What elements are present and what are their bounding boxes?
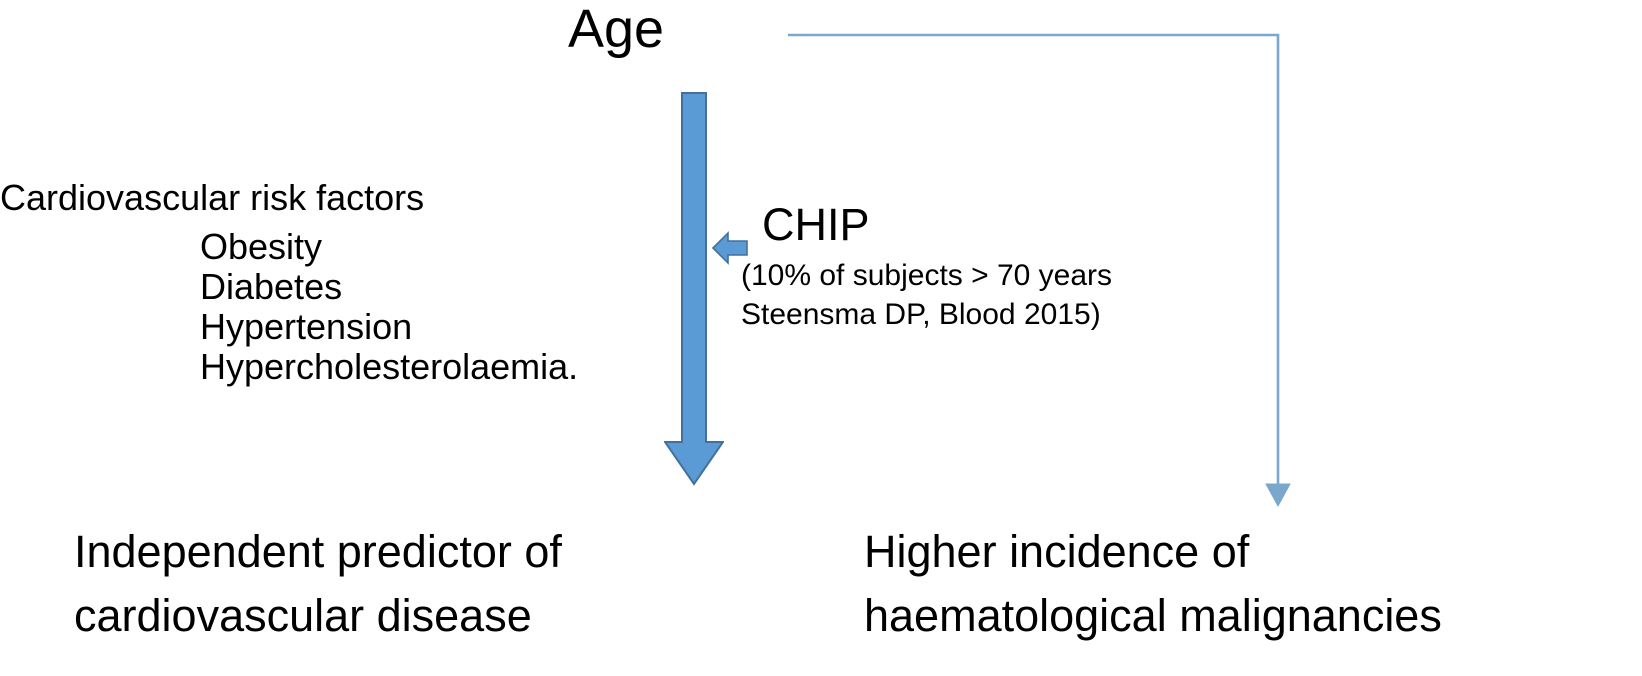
outcome-haematological: Higher incidence of haematological malig… xyxy=(864,526,1442,641)
risk-factor-item: Hypertension xyxy=(200,306,413,347)
chip-note-line: (10% of subjects > 70 years xyxy=(741,259,1113,292)
risk-factor-item: Hypercholesterolaemia. xyxy=(200,346,579,387)
chip-to-age-arrow xyxy=(711,230,748,266)
down-arrow-icon xyxy=(663,92,725,486)
risk-factors-heading: Cardiovascular risk factors xyxy=(0,177,425,218)
risk-factor-item: Diabetes xyxy=(200,266,343,307)
elbow-arrow-icon xyxy=(788,33,1291,508)
outcome-cardiovascular: Independent predictor of cardiovascular … xyxy=(74,526,562,641)
chip-label: CHIP xyxy=(762,199,870,250)
risk-factor-item: Obesity xyxy=(200,226,323,267)
chip-citation-line: Steensma DP, Blood 2015) xyxy=(741,298,1101,331)
page-title: Age xyxy=(568,0,665,59)
age-to-malignancies-connector xyxy=(750,22,1310,522)
left-arrow-icon xyxy=(711,231,748,265)
age-to-cvd-arrow xyxy=(663,92,725,486)
